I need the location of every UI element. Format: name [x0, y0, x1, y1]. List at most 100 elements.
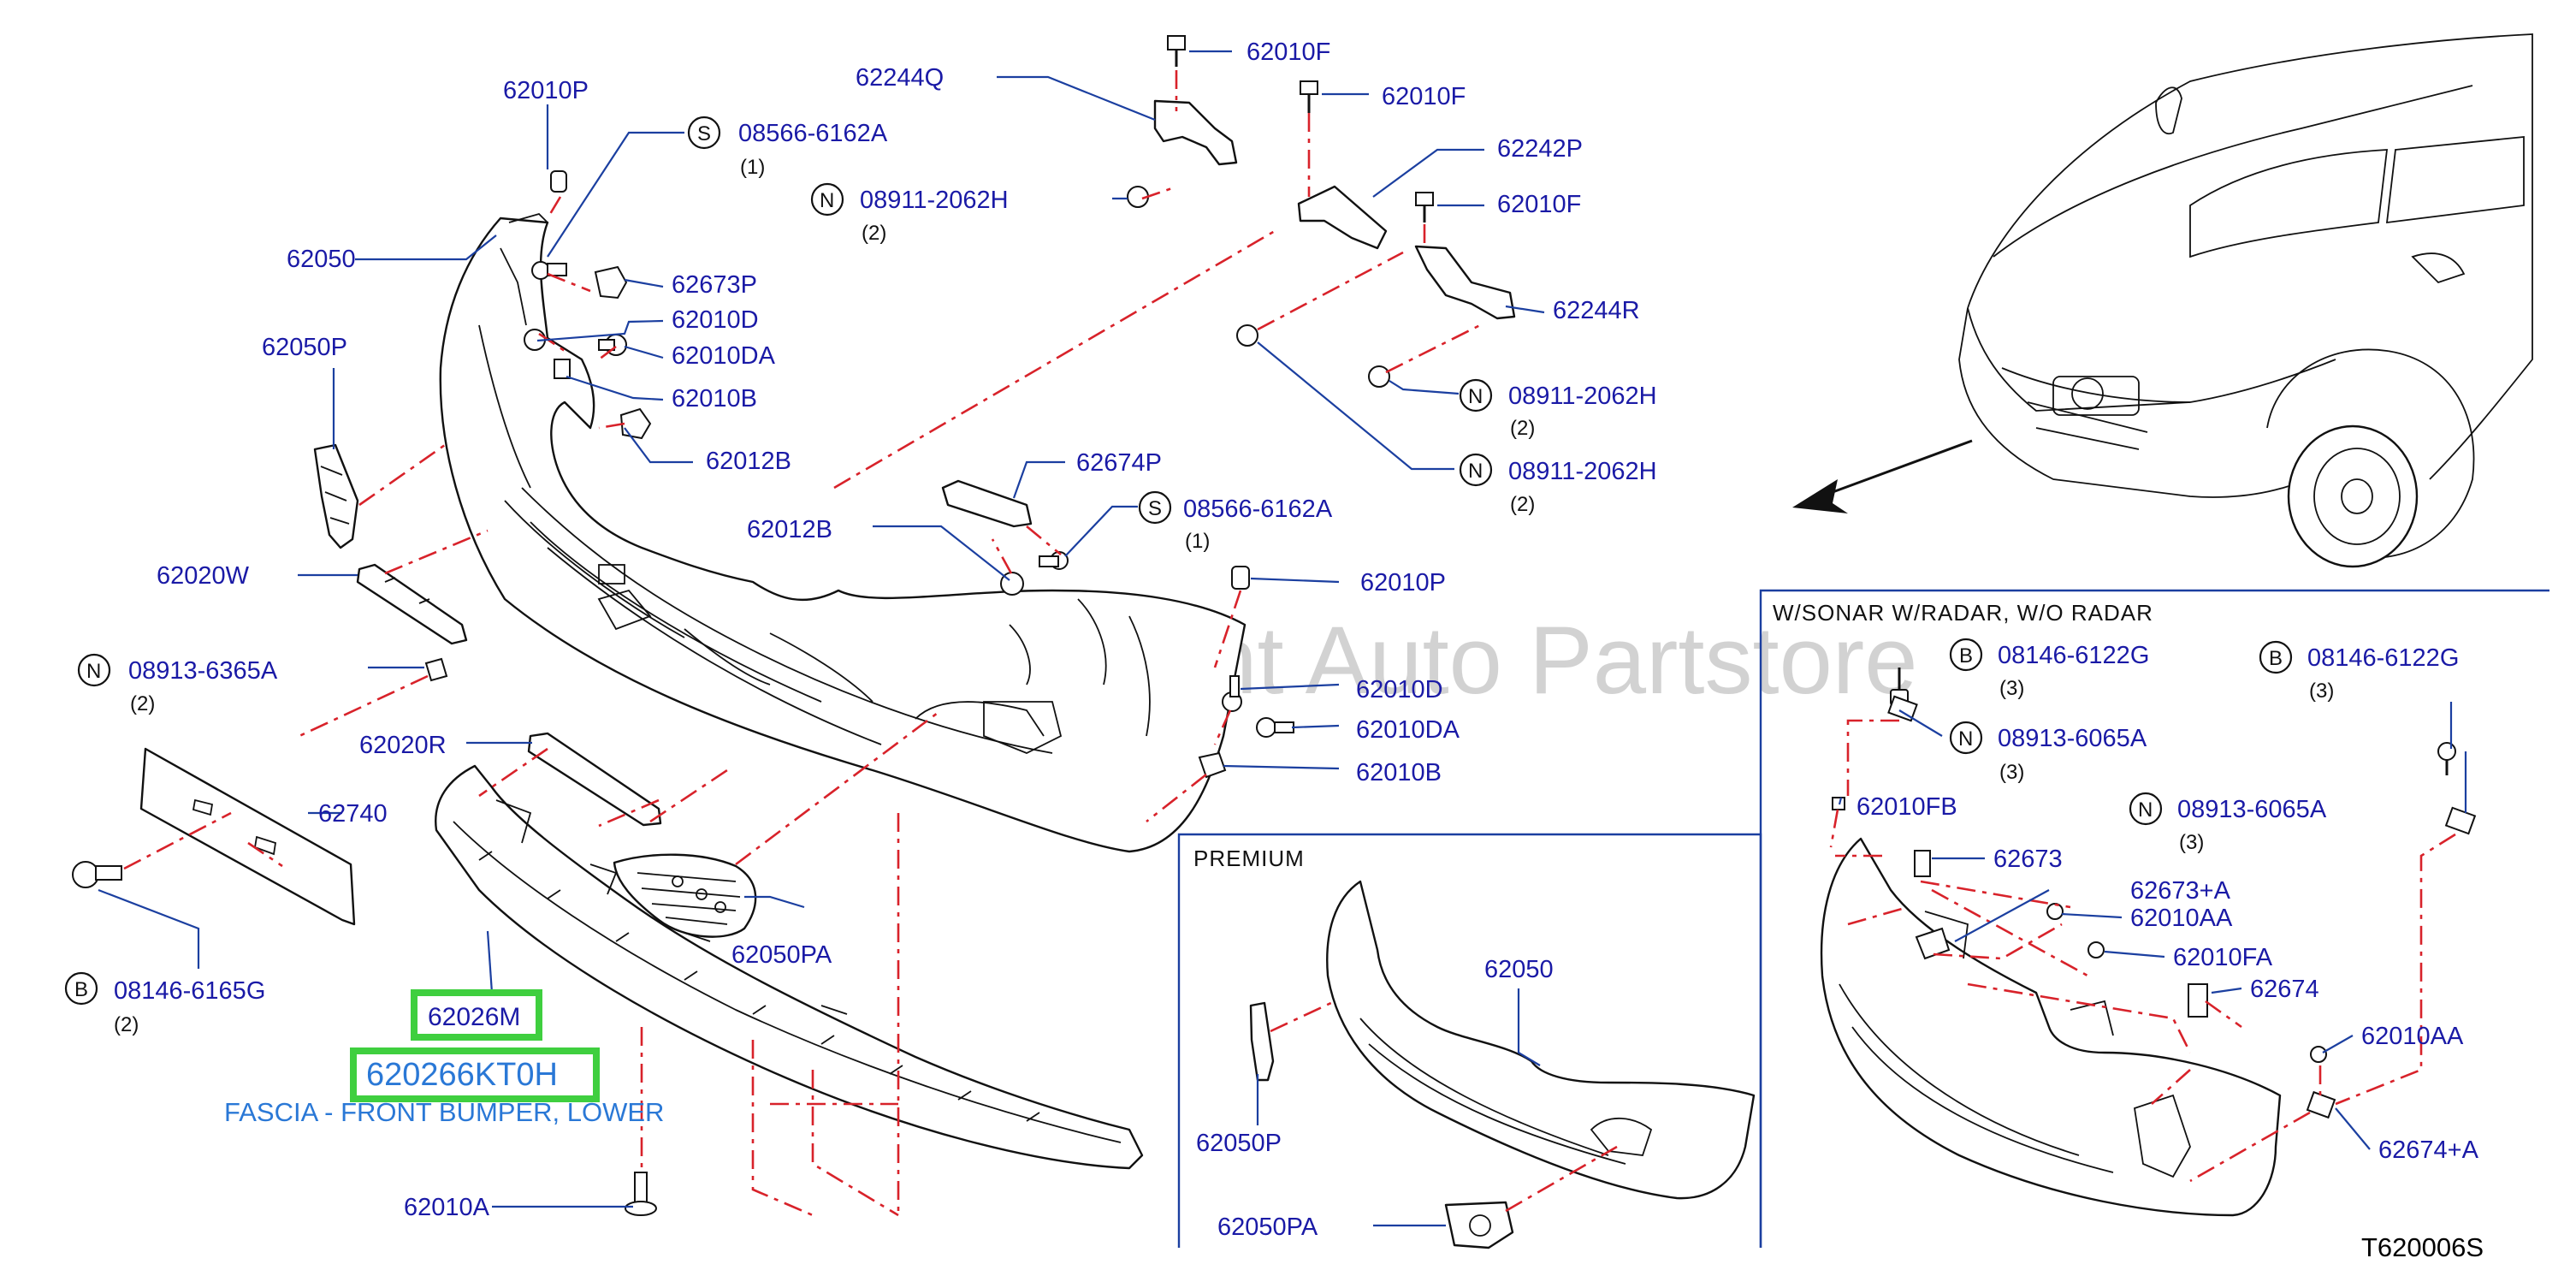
fog-lamp-cover-62050pa [613, 853, 757, 938]
main-bumper-assembly [139, 99, 1516, 1170]
label-62242p[interactable]: 62242P [1497, 135, 1583, 163]
label-62010f-a[interactable]: 62010F [1247, 39, 1330, 66]
sonar-title: W/SONAR W/RADAR, W/O RADAR [1773, 600, 2153, 626]
sonar-labels: 08146-6122G (3) 08913-6065A (3) 08146-61… [1856, 642, 2479, 1164]
label-62050p[interactable]: 62050P [262, 334, 347, 361]
qty-08566-a: (1) [740, 156, 765, 179]
label-62010p-b[interactable]: 62010P [1360, 569, 1446, 596]
mark-n-s1: N [1958, 727, 1973, 751]
qty-08911-b: (2) [1510, 417, 1535, 440]
premium-labels: 62050 62050P 62050PA [1196, 956, 1554, 1241]
label-62020r[interactable]: 62020R [359, 732, 447, 759]
highlight-box-part-code [411, 989, 542, 1041]
qty-sonar-08913-a: (3) [1999, 761, 2024, 784]
label-sonar-62010fa[interactable]: 62010FA [2173, 944, 2273, 971]
mark-b-s1: B [1959, 644, 1973, 668]
premium-62050pa-cover [1444, 1201, 1514, 1249]
fasteners [72, 35, 1434, 1216]
label-sonar-62010aa-b[interactable]: 62010AA [2361, 1023, 2464, 1050]
vehicle-illustration [1958, 33, 2533, 568]
qty-08566-b: (1) [1185, 530, 1210, 553]
label-premium-62050[interactable]: 62050 [1484, 956, 1554, 983]
label-62010f-b[interactable]: 62010F [1382, 83, 1466, 110]
label-08566-6162a-b[interactable]: 08566-6162A [1183, 496, 1333, 523]
label-08566-6162a-a[interactable]: 08566-6162A [738, 120, 888, 147]
label-sonar-62010fb[interactable]: 62010FB [1856, 793, 1957, 821]
label-08146-6165g[interactable]: 08146-6165G [114, 977, 265, 1005]
label-sonar-62010aa-a[interactable]: 62010AA [2130, 905, 2233, 932]
label-sonar-08146-6122g-b[interactable]: 08146-6122G [2307, 644, 2459, 672]
label-premium-62050p[interactable]: 62050P [1196, 1130, 1282, 1157]
qty-08911-c: (2) [1510, 493, 1535, 516]
premium-bumper [1326, 880, 1756, 1200]
label-62010da-a[interactable]: 62010DA [672, 342, 776, 370]
mark-n-b: N [1468, 385, 1483, 408]
label-62010f-c[interactable]: 62010F [1497, 191, 1581, 218]
qty-sonar-08146-b: (3) [2309, 680, 2334, 703]
trim-strip-62020r [527, 732, 662, 827]
diagram-reference: T620006S [2361, 1232, 2484, 1262]
mark-b-a: B [74, 978, 88, 1001]
sonar-inset: W/SONAR W/RADAR, W/O RADAR [1759, 589, 2549, 1248]
label-08913-6365a[interactable]: 08913-6365A [128, 657, 278, 685]
lower-fascia-62026m [435, 764, 1144, 1170]
qty-sonar-08913-b: (3) [2179, 831, 2204, 854]
label-62010b-b[interactable]: 62010B [1356, 759, 1442, 786]
highlighted-part: 62026M 620266KT0H FASCIA - FRONT BUMPER,… [224, 989, 664, 1127]
premium-62050p-bracket [1249, 1001, 1275, 1082]
label-62012b-b[interactable]: 62012B [747, 516, 832, 543]
label-62740[interactable]: 62740 [318, 800, 388, 828]
qty-08913-a: (2) [130, 692, 155, 715]
label-premium-62050pa[interactable]: 62050PA [1217, 1214, 1318, 1241]
mark-b-s2: B [2269, 647, 2283, 670]
front-direction-arrow [1792, 439, 1973, 513]
label-62010d-b[interactable]: 62010D [1356, 676, 1443, 703]
leader-lines [98, 50, 2467, 1227]
label-62010da-b[interactable]: 62010DA [1356, 716, 1460, 744]
mark-n-a: N [820, 189, 834, 212]
label-62010p-a[interactable]: 62010P [503, 77, 589, 104]
label-62012b-a[interactable]: 62012B [706, 448, 791, 475]
label-62010d-a[interactable]: 62010D [672, 306, 759, 334]
alignment-lines [123, 70, 1481, 1217]
label-sonar-08913-6065a-b[interactable]: 08913-6065A [2177, 796, 2327, 823]
label-08911-2062h-b[interactable]: 08911-2062H [1508, 383, 1657, 410]
highlight-part-number[interactable]: 620266KT0H [366, 1057, 558, 1093]
premium-inset: PREMIUM [1177, 833, 1762, 1249]
label-62050pa[interactable]: 62050PA [731, 941, 832, 969]
qty-08911-a: (2) [862, 222, 886, 245]
label-08911-2062h-a[interactable]: 08911-2062H [860, 187, 1009, 214]
label-62010b-a[interactable]: 62010B [672, 385, 757, 412]
mark-n-d: N [86, 660, 101, 683]
mark-s-b: S [1148, 497, 1162, 520]
mark-n-c: N [1468, 460, 1483, 483]
label-sonar-08913-6065a-a[interactable]: 08913-6065A [1998, 725, 2147, 752]
bumper-fascia-upper [439, 217, 1247, 853]
highlight-description: FASCIA - FRONT BUMPER, LOWER [224, 1097, 664, 1127]
label-62673p[interactable]: 62673P [672, 271, 757, 299]
label-sonar-62674a[interactable]: 62674+A [2378, 1136, 2479, 1164]
label-62010a[interactable]: 62010A [404, 1194, 490, 1221]
bracket-62674p [941, 479, 1033, 528]
qty-sonar-08146-a: (3) [1999, 677, 2024, 700]
label-62244q[interactable]: 62244Q [856, 64, 944, 92]
bracket-62242p [1297, 185, 1388, 250]
sonar-bumper [1820, 837, 2282, 1217]
label-sonar-62673[interactable]: 62673 [1993, 846, 2063, 873]
label-sonar-62674[interactable]: 62674 [2250, 976, 2319, 1003]
highlight-part-code[interactable]: 62026M [428, 1003, 520, 1031]
label-sonar-08146-6122g-a[interactable]: 08146-6122G [1998, 642, 2149, 669]
license-plate-bracket-62740 [139, 747, 356, 926]
part-labels: 62010P 08566-6162A (1) 62050 62673P 6201… [114, 39, 1657, 1221]
label-62020w[interactable]: 62020W [157, 562, 250, 590]
label-sonar-62673a[interactable]: 62673+A [2130, 877, 2231, 905]
mark-n-s2: N [2138, 798, 2153, 822]
label-62244r[interactable]: 62244R [1553, 297, 1640, 324]
bracket-62244q [1153, 99, 1238, 166]
trim-strip-62020w [356, 563, 468, 645]
qty-08146-a: (2) [114, 1013, 139, 1036]
label-62674p[interactable]: 62674P [1076, 449, 1162, 477]
label-08911-2062h-c[interactable]: 08911-2062H [1508, 458, 1657, 485]
label-62050[interactable]: 62050 [287, 246, 356, 273]
